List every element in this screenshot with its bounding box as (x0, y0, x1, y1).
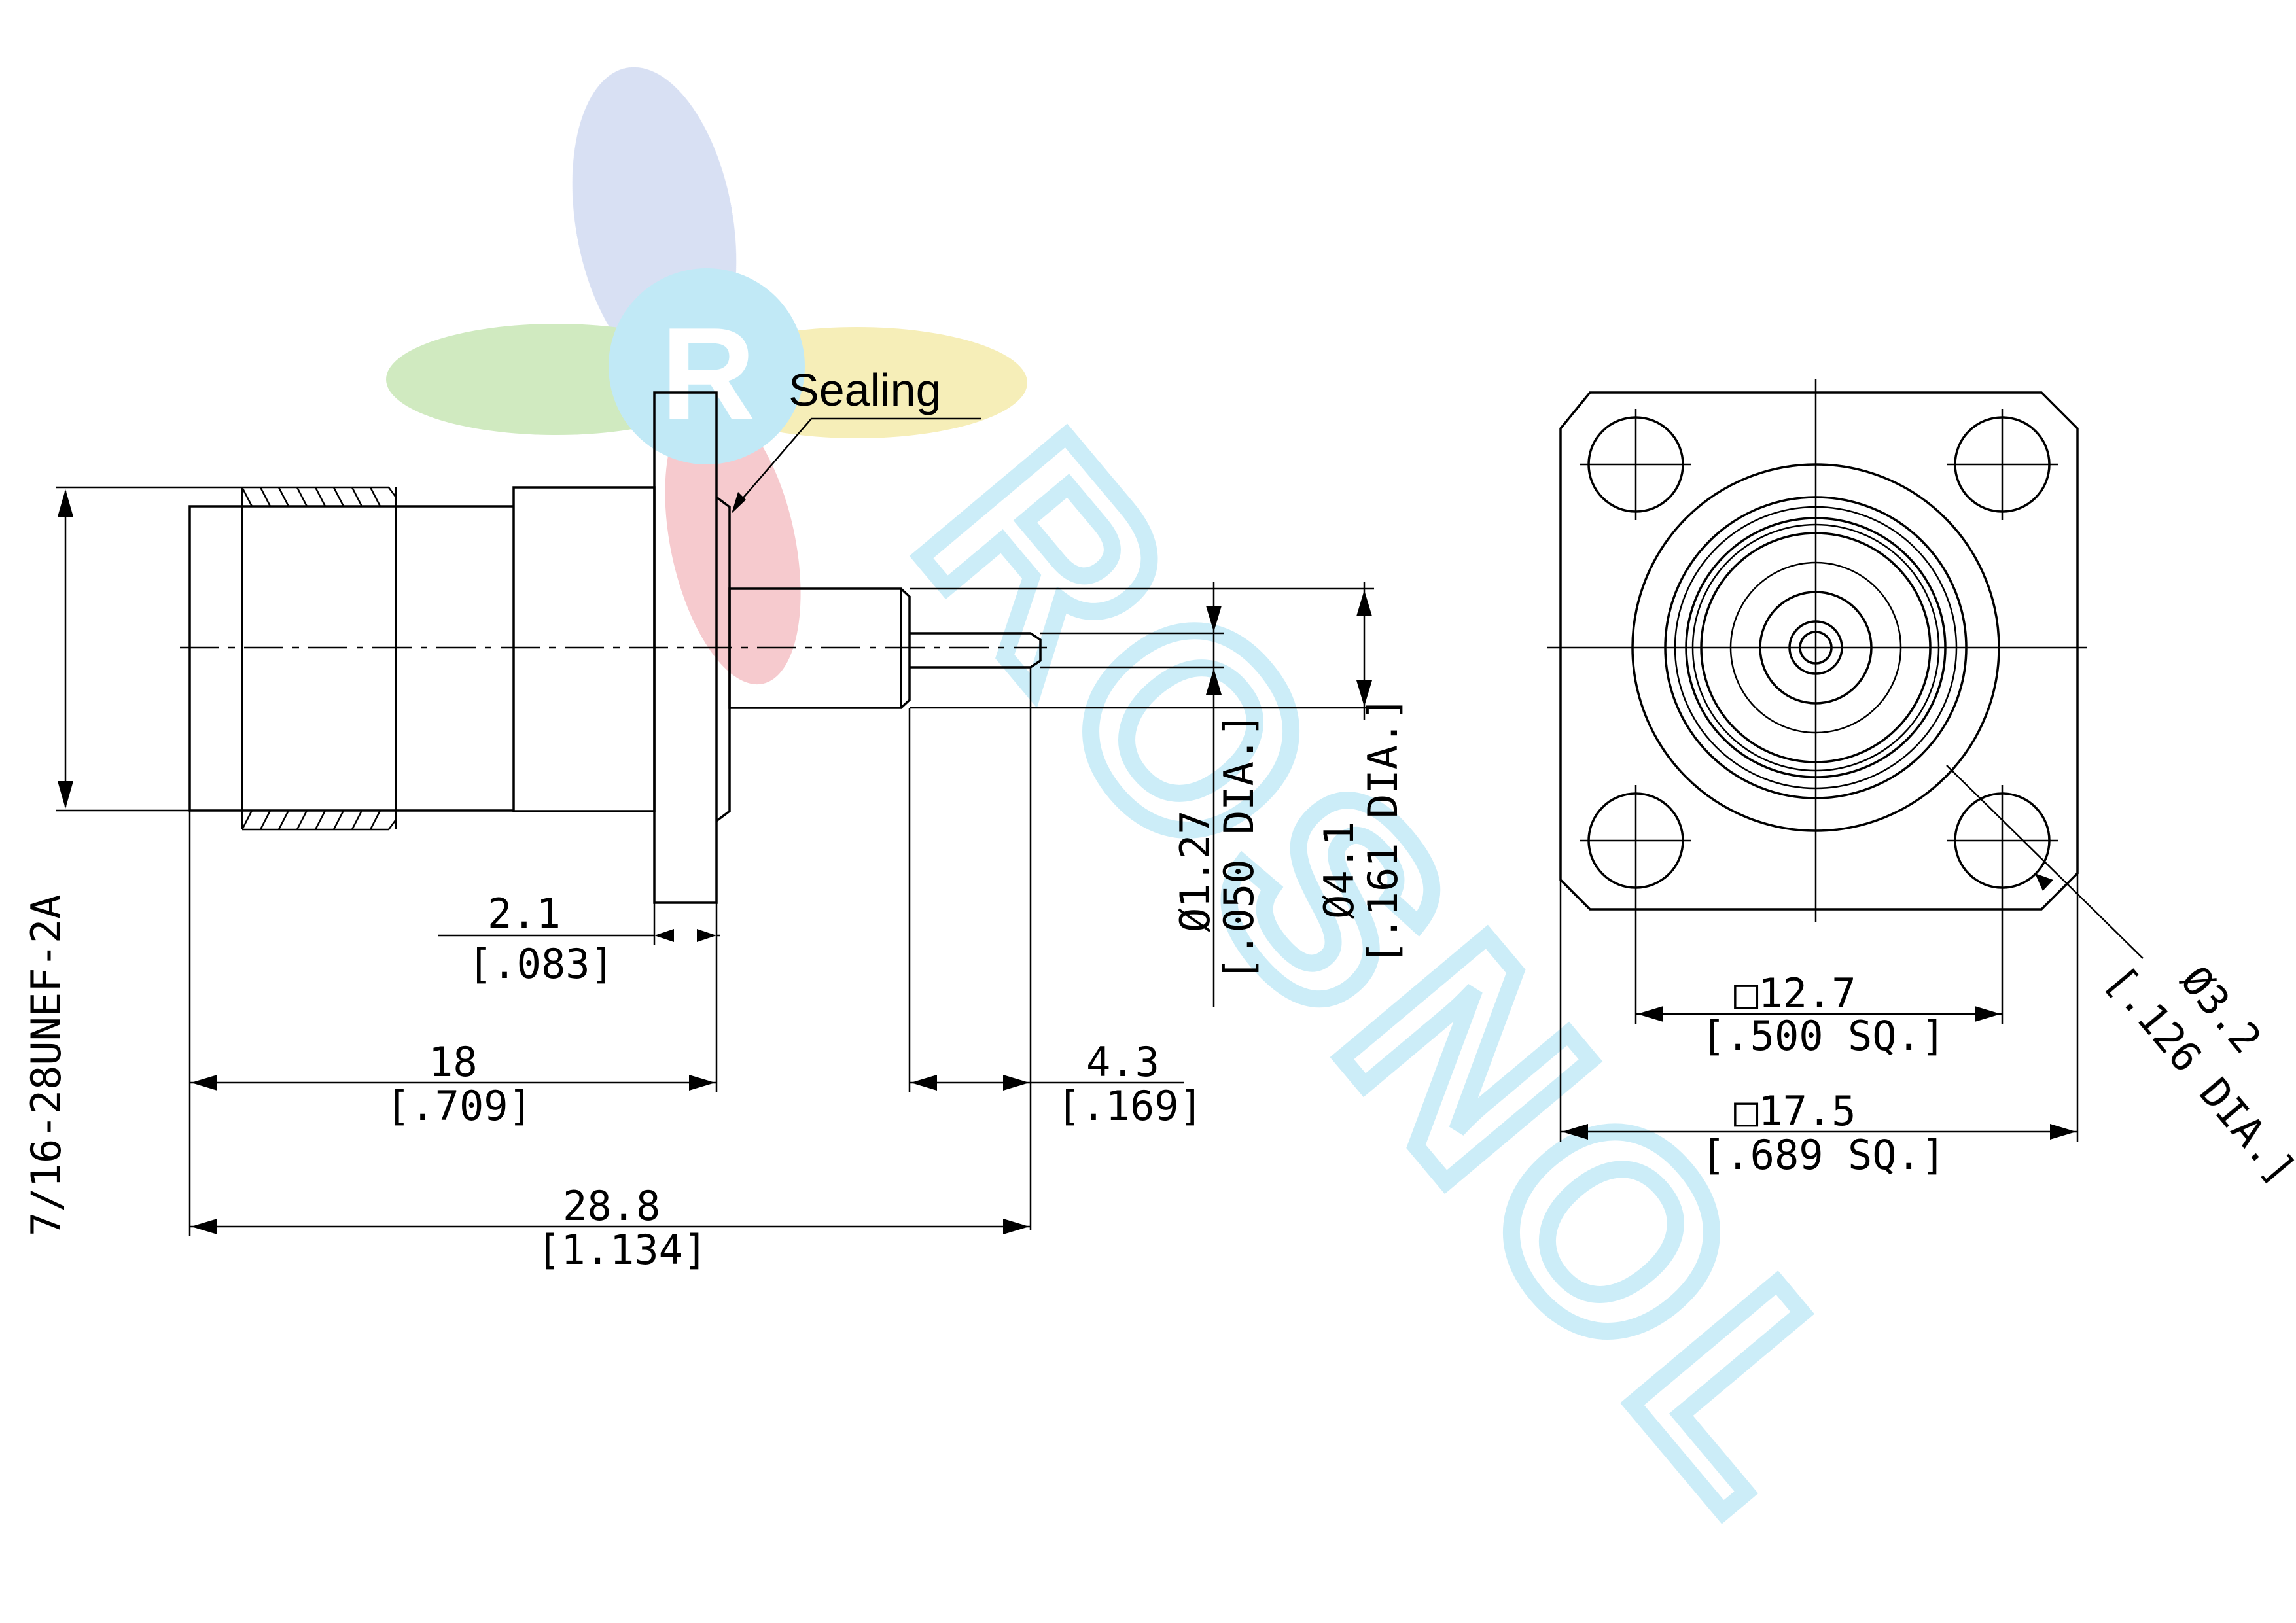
dim-pin-diameter-mm: Ø1.27 (1171, 810, 1219, 932)
dim-pin-diameter-inch: [.050 DIA.] (1215, 712, 1263, 981)
thread-spec-label: 7/16-28UNEF-2A (22, 894, 70, 1236)
side-view (180, 391, 1047, 904)
dim-body-to-flange-inch: [.709] (386, 1082, 533, 1130)
dim-overall-length: 28.8 [1.134] (190, 1182, 1031, 1274)
dim-hole-spacing: □12.7 [.500 SQ.] (1634, 896, 2004, 1060)
dim-hole-spacing-inch: [.500 SQ.] (1701, 1012, 1945, 1060)
front-view (1547, 379, 2087, 922)
dim-body-to-flange: 18 [.709] (188, 811, 718, 1236)
dim-pin-extension: 4.3 [.169] (908, 667, 1203, 1230)
dim-hole-spacing-mm: □12.7 (1734, 969, 1856, 1017)
thread-teeth (241, 486, 397, 831)
dim-pin-extension-mm: 4.3 (1086, 1038, 1159, 1086)
watermark-logo-letter: R (661, 301, 755, 447)
dim-overall-length-inch: [1.134] (537, 1226, 707, 1274)
sealing-callout: Sealing (732, 364, 981, 514)
dim-hole-diameter: Ø3.2 [.126 DIA.] (1946, 765, 2296, 1193)
dim-flange-size-mm: □17.5 (1734, 1087, 1856, 1135)
mounting-holes (1580, 409, 2058, 896)
dim-pin-extension-inch: [.169] (1057, 1082, 1203, 1130)
dim-flange-size: □17.5 [.689 SQ.] (1559, 873, 2079, 1179)
dim-overall-length-mm: 28.8 (563, 1182, 660, 1230)
dim-body-to-flange-mm: 18 (429, 1038, 478, 1086)
watermark-logo: R (386, 67, 1027, 685)
dim-dielectric-diameter-inch: [.161 DIA.] (1359, 696, 1407, 965)
thread-dimension: 7/16-28UNEF-2A (22, 486, 242, 1236)
dim-dielectric-diameter-mm: Ø4.1 (1315, 822, 1363, 919)
sealing-label: Sealing (788, 364, 942, 415)
dim-pin-diameter: Ø1.27 [.050 DIA.] (1040, 582, 1263, 1007)
dim-flange-size-inch: [.689 SQ.] (1701, 1131, 1945, 1179)
dim-flange-thickness-mm: 2.1 (487, 890, 561, 937)
dim-dielectric-diameter: Ø4.1 [.161 DIA.] (910, 582, 1407, 965)
dim-flange-thickness-inch: [.083] (468, 940, 614, 988)
dim-flange-thickness: 2.1 [.083] (438, 890, 720, 988)
